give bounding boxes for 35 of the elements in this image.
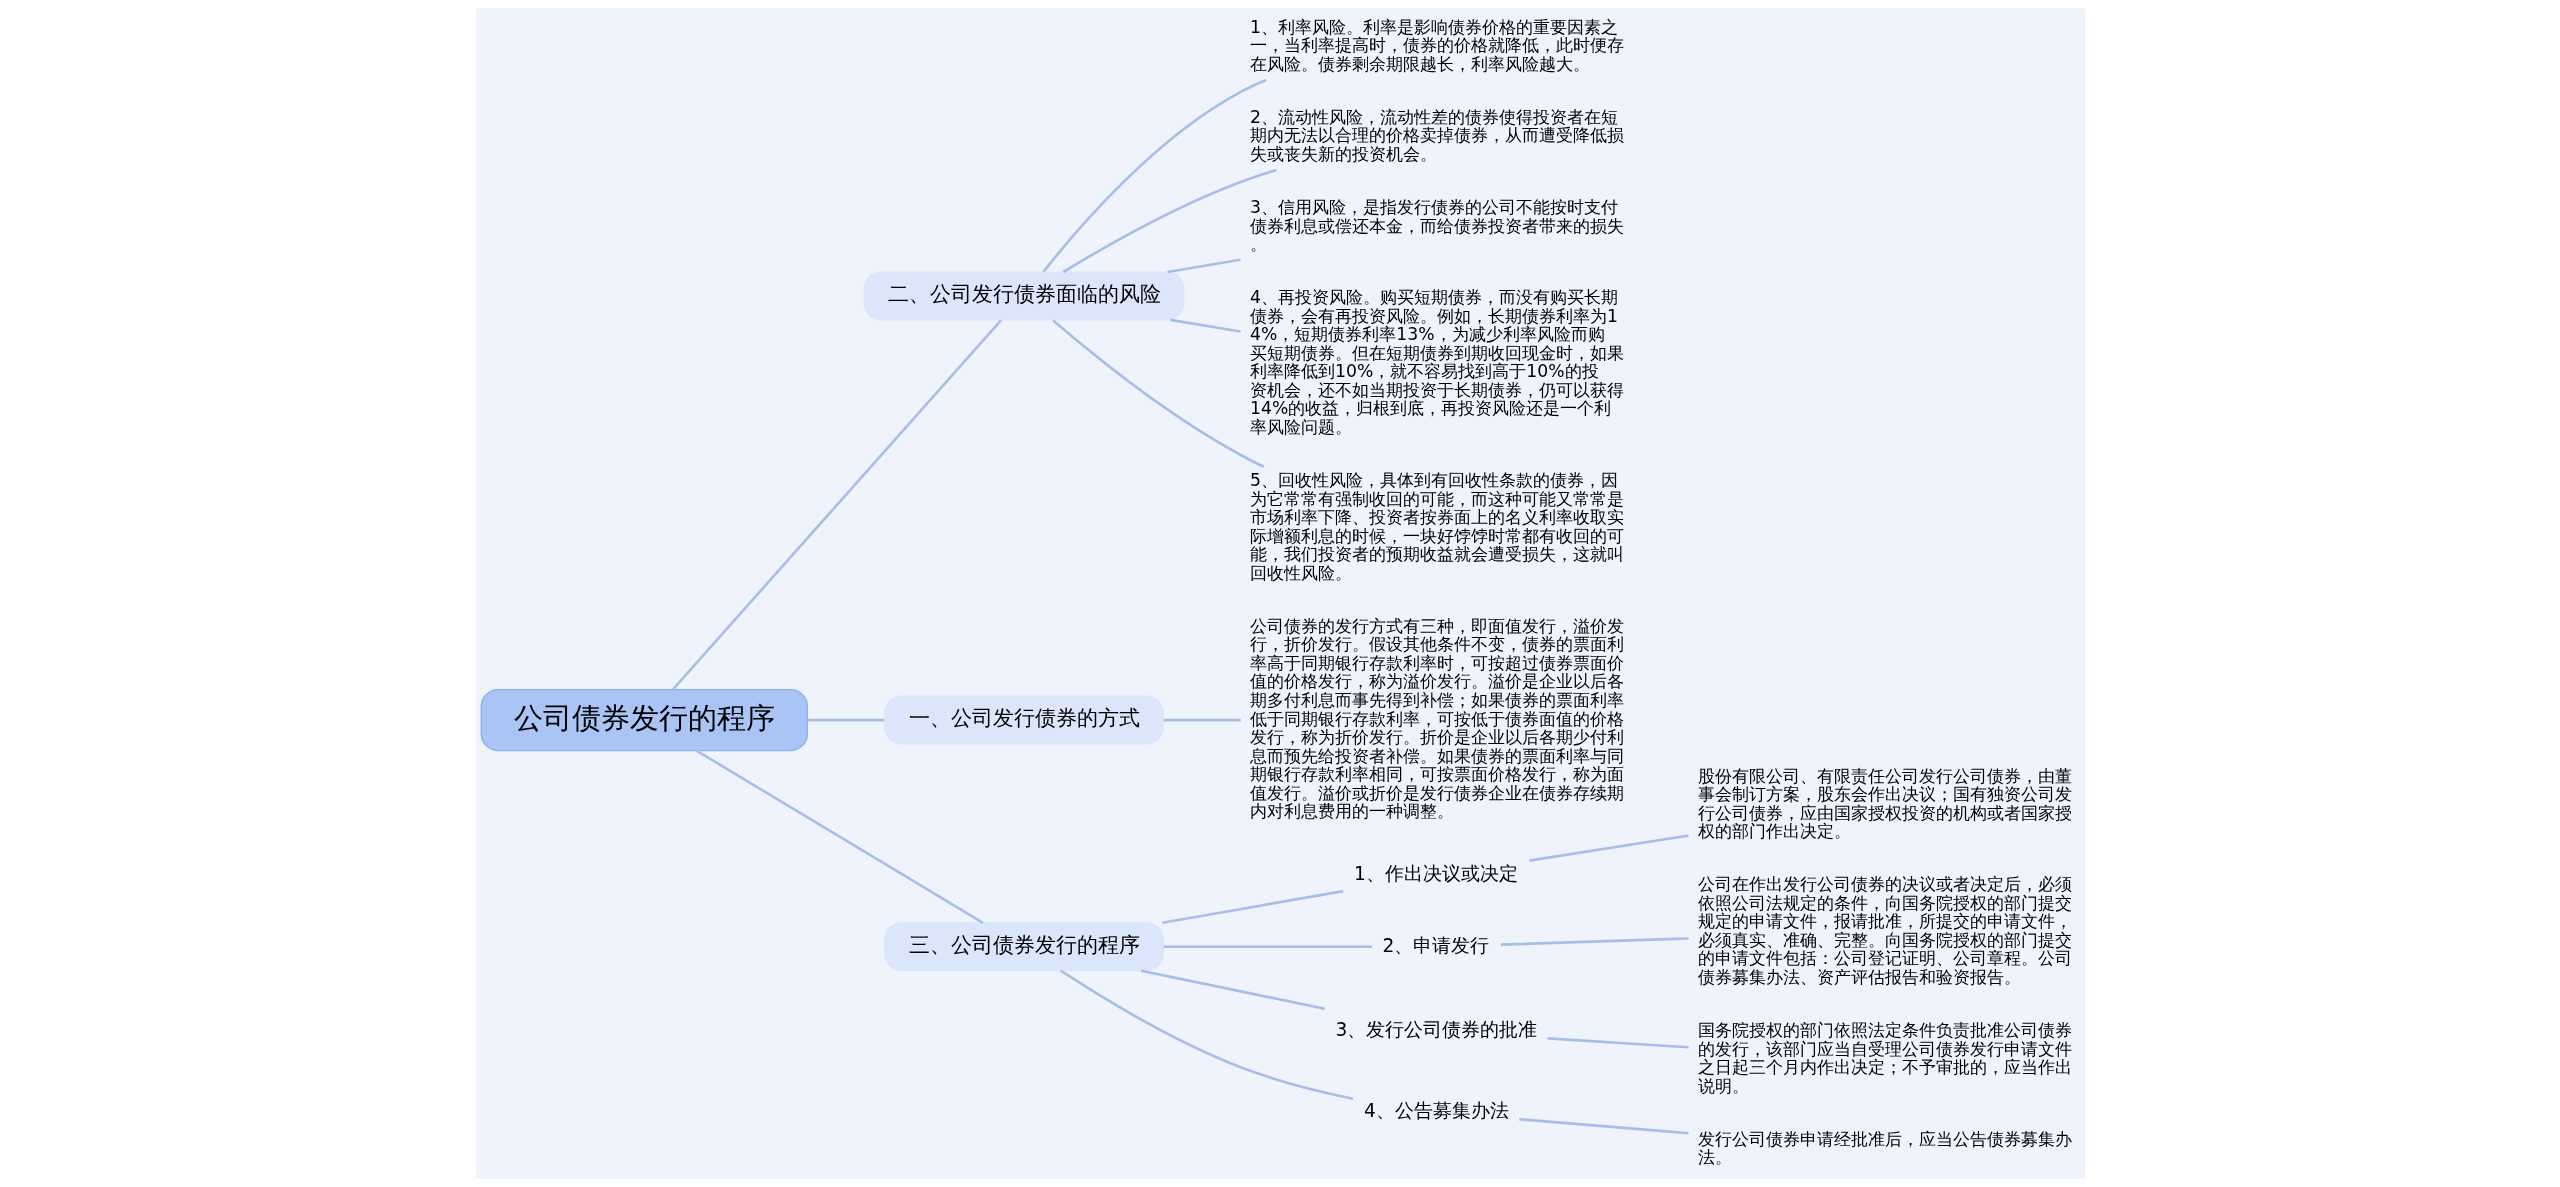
- connector: [1051, 319, 1264, 468]
- connector: [1140, 969, 1325, 1011]
- node-text: 2、流动性风险，流动性差的债券使得投资者在短期内无法以合理的价格卖掉债券，从而遭受降低损失或丧失新的投资机会。: [1249, 106, 1624, 164]
- node-text: 5、回收性风险，具体到有回收性条款的债券，因为它常常有强制收回的可能，而这种可能又常常是市场利率下降、投资者按券面上的名义利率收取实际增额利息的时候，一块好饽饽时常都有收回的可能，我们投资者的预期收益就会遭受损失，这就叫回收性风险。: [1249, 470, 1624, 583]
- node-box: 三、公司债券发行的程序: [883, 922, 1164, 972]
- connector: [1162, 945, 1372, 949]
- connector: [1166, 258, 1241, 274]
- node-text: 发行公司债券申请经批准后，应当公告债券募集办法。: [1697, 1128, 2072, 1168]
- node-text: 3、发行公司债券的批准: [1335, 1019, 1537, 1041]
- node-text: 股份有限公司、有限责任公司发行公司债券，由董事会制订方案，股东会作出决议；国有独资公司发行公司债券，应由国家授权投资的机构或者国家授权的部门作出决定。: [1697, 765, 2072, 842]
- connector: [1161, 889, 1343, 925]
- connector: [1041, 78, 1267, 273]
- node-text: 国务院授权的部门依照法定条件负责批准公司债券的发行，该部门应当自受理公司债券发行申请文件之日起三个月内作出决定；不予审批的，应当作出说明。: [1697, 1020, 2072, 1096]
- node-box: 公司债券发行的程序: [480, 688, 808, 752]
- connector: [1518, 1117, 1689, 1135]
- connector: [1169, 318, 1241, 333]
- connector: [1059, 969, 1353, 1101]
- node-text: 1、利率风险。利率是影响债券价格的重要因素之一，当利率提高时，债券的价格就降低，此时便存在风险。债券剩余期限越长，利率风险越大。: [1249, 16, 1624, 74]
- connector: [807, 718, 884, 722]
- node-text: 2、申请发行: [1382, 934, 1489, 956]
- connector: [1547, 1037, 1689, 1049]
- node-text: 公司在作出发行公司债券的决议或者决定后，必须依照公司法规定的条件，向国务院授权的部门提交规定的申请文件，报请批准，所提交的申请文件，必须真实、准确、完整。向国务院授权的部门提交的申请文件包括：公司登记证明、公司章程。公司债券募集办法、资产评估报告和验资报告。: [1697, 874, 2072, 988]
- connector: [1500, 937, 1689, 946]
- connector: [695, 749, 984, 924]
- node-box: 二、公司发行债券面临的风险: [863, 271, 1184, 321]
- node-text: 4、公告募集办法: [1363, 1100, 1509, 1122]
- node-text: 1、作出决议或决定: [1353, 863, 1518, 885]
- node-text: 3、信用风险，是指发行债券的公司不能按时支付债券利息或偿还本金，而给债券投资者带来的损失。: [1249, 196, 1624, 255]
- node-box: 一、公司发行债券的方式: [883, 695, 1164, 745]
- connector: [671, 319, 1002, 691]
- connector: [1528, 834, 1689, 862]
- node-text: 公司债券的发行方式有三种，即面值发行，溢价发行，折价发行。假设其他条件不变，债券的票面利率高于同期银行存款利率时，可按超过债券票面价值的价格发行，称为溢价发行。溢价是企业以后各期多付利息而事先得到补偿；如果债券的票面利率低于同期银行存款利率，可按低于债券面值的价格发行，称为折价发行。折价是企业以后各期少付利息而预先给投资者补偿。如果债券的票面利率与同期银行存款利率相同，可按票面价格发行，称为面值发行。溢价或折价是发行债券企业在债券存续期内对利息费用的一种调整。: [1249, 615, 1624, 822]
- connector: [1162, 718, 1241, 722]
- node-text: 4、再投资风险。购买短期债券，而没有购买长期债券，会有再投资风险。例如，长期债券利率为14%，短期债券利率13%，为减少利率风险而购买短期债券。但在短期债券到期收回现金时，如果利率降低到10%，就不容易找到高于10%的投资机会，还不如当期投资于长期债券，仍可以获得14%的收益，归根到底，再投资风险还是一个利率风险问题。: [1249, 287, 1624, 437]
- connector: [1062, 168, 1277, 274]
